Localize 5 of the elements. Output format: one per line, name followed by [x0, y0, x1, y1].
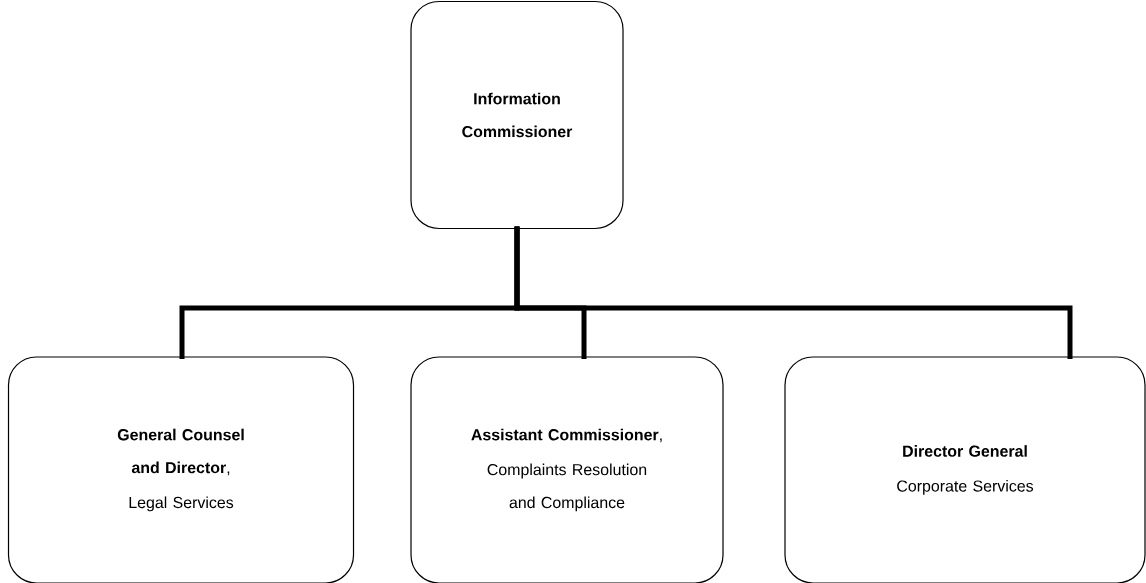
connector-line: [514, 226, 1073, 359]
org-box: Director General Corporate Services: [784, 356, 1146, 583]
org-box: Assistant Commissioner, Complaints Resolution and Compliance: [410, 356, 724, 583]
org-box: Information Commissioner: [410, 0, 624, 230]
org-box: General Counsel and Director, Legal Services: [7, 356, 355, 583]
